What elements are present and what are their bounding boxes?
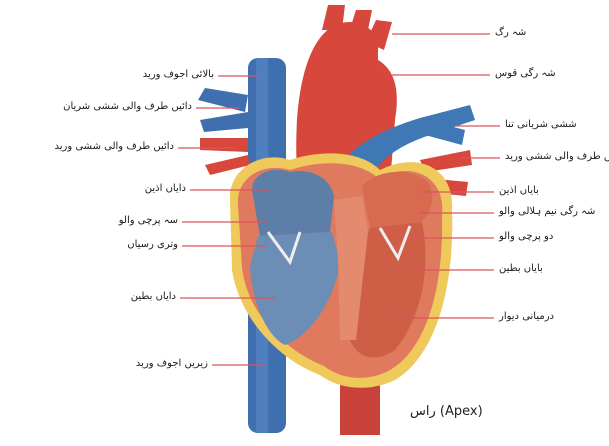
label-apex: راس (Apex): [410, 404, 483, 419]
label-tricuspid-valve: سہ پرچی والو: [119, 215, 178, 227]
label-right-ventricle: دایاں بطین: [131, 291, 176, 303]
label-pulmonary-trunk: ششی شریانی تنا: [505, 119, 577, 131]
label-right-pulmonary-artery: دائیں طرف والی ششی شریان: [63, 101, 192, 113]
label-right-pulmonary-veins: دائیں طرف والی ششی ورید: [54, 141, 174, 153]
label-septum: درمیانی دیوار: [499, 311, 554, 323]
label-aorta: شہ رگ: [495, 27, 526, 39]
right-pulmonary-veins: [200, 138, 248, 152]
label-aortic-semilunar-valve: شہ رگی نیم ہلالی والو: [499, 206, 595, 218]
label-left-ventricle: بایاں بطین: [499, 263, 543, 275]
right-atrium: [252, 170, 334, 236]
label-mitral-valve: دو پرچی والو: [499, 231, 553, 243]
label-left-pulmonary-veins: بائیں طرف والی ششی ورید: [505, 151, 609, 163]
label-chordae-tendineae: وتری رسیاں: [127, 239, 178, 251]
label-inferior-vena-cava: زیریں اجوف ورید: [136, 358, 208, 370]
label-left-atrium: بایاں اذین: [499, 185, 539, 197]
label-right-atrium: دایاں اذین: [145, 183, 186, 195]
label-aortic-arch: شہ رگی قوس: [495, 68, 556, 80]
left-atrium: [362, 172, 432, 228]
label-superior-vena-cava: بالائی اجوف ورید: [143, 69, 214, 81]
